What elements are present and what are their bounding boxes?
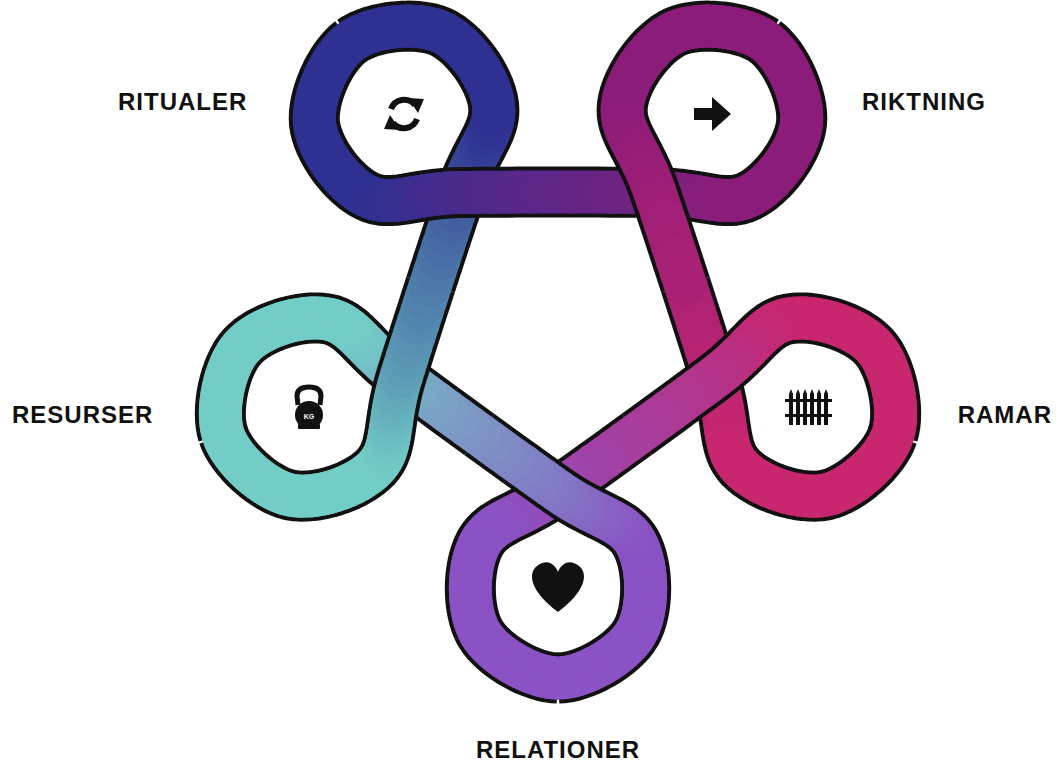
label: RITUALER [118, 88, 247, 116]
band-outline [622, 26, 765, 284]
knot-band [220, 26, 895, 678]
icons [295, 97, 832, 612]
icon-text: KG [304, 413, 315, 420]
refresh-icon [384, 98, 424, 130]
band-outline [314, 41, 558, 200]
band-outline [470, 434, 636, 678]
label: RIKTNING [862, 88, 986, 116]
band-outline [223, 285, 430, 497]
band-outline [637, 318, 896, 435]
fence-icon [785, 389, 832, 425]
band-outline [558, 41, 802, 200]
band-outline [479, 434, 645, 678]
arrow-icon [694, 97, 731, 131]
heart-icon [532, 562, 584, 612]
label: RESURSER [12, 401, 153, 429]
label: RELATIONER [476, 736, 640, 764]
band-outline [351, 26, 494, 284]
band-outline [685, 285, 892, 497]
kettlebell-icon [295, 387, 323, 429]
label: RAMAR [958, 401, 1052, 429]
band-fill [681, 272, 685, 285]
